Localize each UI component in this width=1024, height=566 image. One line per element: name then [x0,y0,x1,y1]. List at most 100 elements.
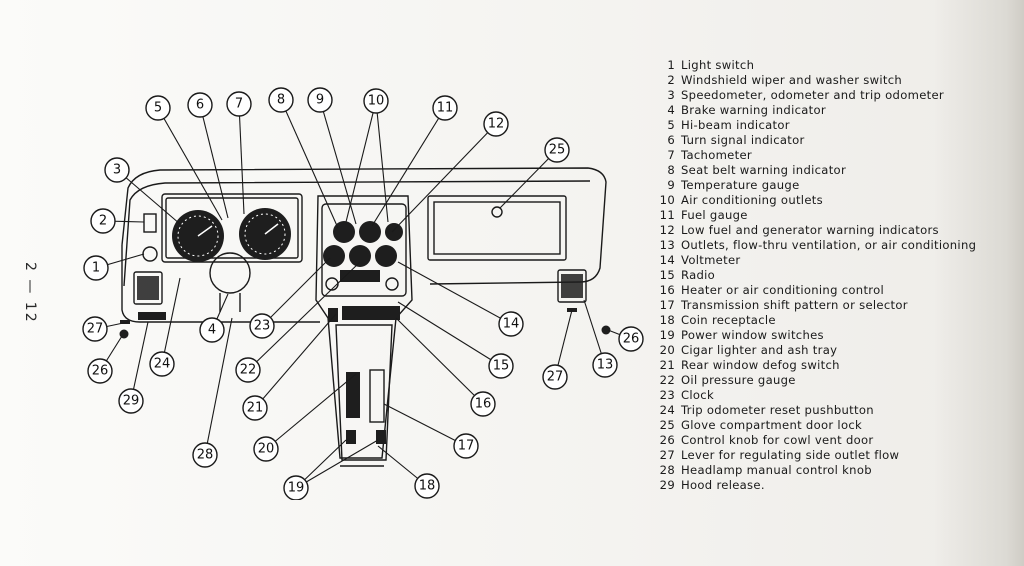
legend-text: Power window switches [681,328,824,342]
dashboard-diagram: 1 2 3 4 5 6 7 8 9 10 11 12 13 14 15 16 1… [82,87,644,500]
legend-number: 13 [659,238,675,252]
callout-1: 1 [83,255,109,281]
legend-text: Windshield wiper and washer switch [681,73,903,87]
page-gutter-shadow [934,0,1024,566]
legend-number: 8 [667,163,675,177]
legend-number: 3 [667,88,675,102]
legend-text: Seat belt warning indicator [681,163,847,177]
callout-label: 4 [208,323,216,338]
legend-text: Fuel gauge [681,208,748,222]
callout-18: 18 [414,473,440,499]
speedometer [172,210,224,262]
legend-number: 18 [659,313,675,327]
legend-item: 11 Fuel gauge [656,208,976,223]
tachometer [239,208,291,260]
legend-number: 7 [667,148,675,162]
callout-label: 1 [92,261,100,276]
legend-text: Brake warning indicator [681,103,826,117]
callout-12: 12 [483,111,509,137]
callout-label: 23 [254,319,271,334]
legend-number: 23 [659,388,675,402]
legend-number: 16 [659,283,675,297]
callout-9: 9 [307,87,333,113]
callout-label: 16 [475,397,492,412]
legend-text: Lever for regulating side outlet flow [681,448,900,462]
legend-text: Turn signal indicator [681,133,805,147]
callout-label: 5 [154,101,162,116]
callout-11: 11 [432,95,458,121]
callout-label: 11 [437,101,454,116]
callout-label: 3 [113,163,121,178]
callout-label: 19 [288,481,305,496]
callout-label: 26 [623,332,640,347]
dashboard-outline [121,167,607,467]
callout-label: 29 [123,394,140,409]
callout-label: 12 [488,117,505,132]
legend-text: Tachometer [681,148,752,162]
callout-label: 14 [503,317,520,332]
callout-label: 25 [549,143,566,158]
callout-8: 8 [268,87,294,113]
callout-label: 27 [87,322,104,337]
callout-25: 25 [544,137,570,163]
legend-number: 21 [659,358,675,372]
legend-item: 8 Seat belt warning indicator [656,163,976,178]
callout-label: 22 [240,363,257,378]
legend-text: Transmission shift pattern or selector [681,298,908,312]
legend-text: Radio [681,268,716,282]
legend-text: Trip odometer reset pushbutton [681,403,874,417]
callout-24: 24 [149,351,175,377]
legend-text: Speedometer, odometer and trip odometer [681,88,944,102]
callout-28: 28 [192,442,218,468]
legend-number: 25 [659,418,675,432]
callout-5: 5 [145,95,171,121]
legend-item: 29 Hood release. [656,478,976,493]
legend-number: 6 [667,133,675,147]
legend-text: Heater or air conditioning control [681,283,885,297]
callout-26-left: 26 [87,358,113,384]
callout-2: 2 [90,208,116,234]
callout-15: 15 [488,353,514,379]
legend-text: Control knob for cowl vent door [681,433,874,447]
legend-item: 26 Control knob for cowl vent door [656,433,976,448]
callout-23: 23 [249,313,275,339]
legend-text: Voltmeter [681,253,741,267]
legend-text: Hood release. [681,478,765,492]
callout-label: 8 [277,93,285,108]
callout-label: 28 [197,448,214,463]
legend-number: 17 [659,298,675,312]
legend-text: Oil pressure gauge [681,373,796,387]
callout-27-right: 27 [542,364,568,390]
callout-16: 16 [470,391,496,417]
legend-text: Headlamp manual control knob [681,463,872,477]
center-gauges [323,221,403,322]
legend-number: 11 [659,208,675,222]
callout-label: 18 [419,479,436,494]
legend-text: Air conditioning outlets [681,193,823,207]
callout-label: 17 [458,439,475,454]
legend-item: 3 Speedometer, odometer and trip odometer [656,88,976,103]
legend-number: 26 [659,433,675,447]
legend-text: Outlets, flow-thru ventilation, or air c… [681,238,977,252]
callout-26-right: 26 [618,326,644,352]
callout-label: 9 [316,93,324,108]
callout-7: 7 [226,91,252,117]
legend-number: 29 [659,478,675,492]
callout-label: 27 [547,370,564,385]
callout-19: 19 [283,475,309,500]
callout-27-left: 27 [82,316,108,342]
legend-number: 19 [659,328,675,342]
legend-number: 27 [659,448,675,462]
